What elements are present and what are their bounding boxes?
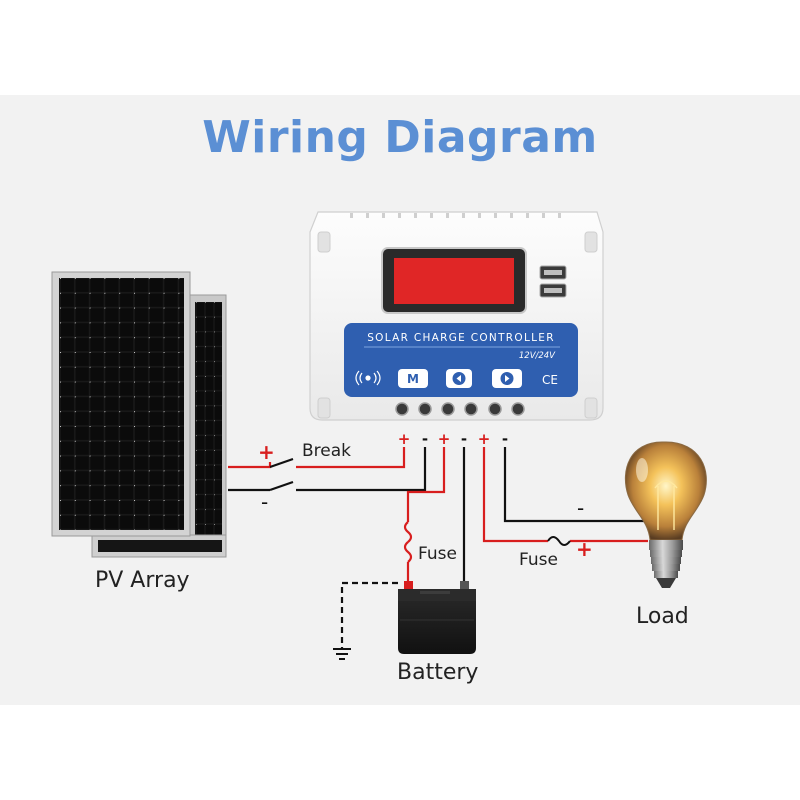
right-button[interactable] — [492, 369, 522, 388]
pv-array — [51, 271, 227, 558]
chevron-right-icon — [505, 375, 510, 382]
mode-button[interactable]: M — [398, 369, 428, 388]
load-plus-label: + — [576, 537, 593, 561]
wireless-icon — [355, 370, 381, 386]
page-title: Wiring Diagram — [202, 112, 598, 163]
pv-break-switch-positive — [269, 457, 294, 469]
pv-minus-label: - — [261, 490, 269, 514]
load-negative-wire — [503, 447, 648, 523]
battery-icon — [398, 581, 476, 654]
load-label: Load — [636, 604, 689, 629]
pv-array-label: PV Array — [95, 568, 190, 593]
load-fuse-icon — [547, 536, 571, 546]
wiring — [228, 447, 648, 648]
controller-name: SOLAR CHARGE CONTROLLER — [367, 332, 555, 344]
terminal-pv-plus: + — [398, 430, 411, 448]
svg-text:M: M — [407, 372, 419, 386]
pv-break-switch-negative — [269, 480, 294, 492]
battery-label: Battery — [397, 660, 479, 685]
terminal-block — [395, 402, 525, 416]
load-positive-wire — [482, 447, 548, 543]
light-bulb-icon — [624, 441, 707, 588]
usb-port-icon — [539, 265, 567, 298]
terminal-load-plus: + — [478, 430, 491, 448]
terminal-load-minus: - — [502, 430, 508, 448]
controller-voltage: 12V/24V — [519, 351, 556, 361]
load-fuse-label: Fuse — [519, 550, 558, 570]
ce-mark: CE — [542, 373, 558, 387]
ground-wire — [340, 581, 398, 648]
load-minus-label: - — [577, 496, 585, 520]
terminal-labels: + - + - + - — [398, 430, 508, 448]
ground-icon — [333, 648, 351, 660]
left-button[interactable] — [446, 369, 472, 388]
battery-fuse-label: Fuse — [418, 544, 457, 564]
pv-positive-wire-2 — [296, 447, 406, 469]
terminal-batt-plus: + — [438, 430, 451, 448]
battery-fuse-icon — [403, 521, 413, 563]
chevron-left-icon — [456, 375, 461, 382]
battery-positive-wire — [406, 447, 446, 522]
solar-panel-front — [51, 271, 191, 537]
break-label: Break — [302, 441, 351, 461]
pv-negative-wire-2 — [296, 447, 427, 492]
terminal-pv-minus: - — [422, 430, 428, 448]
solar-panel-back — [91, 294, 227, 558]
solar-charge-controller: SOLAR CHARGE CONTROLLER 12V/24V M CE — [309, 211, 604, 421]
terminal-batt-minus: - — [461, 430, 467, 448]
pv-plus-label: + — [258, 440, 275, 464]
